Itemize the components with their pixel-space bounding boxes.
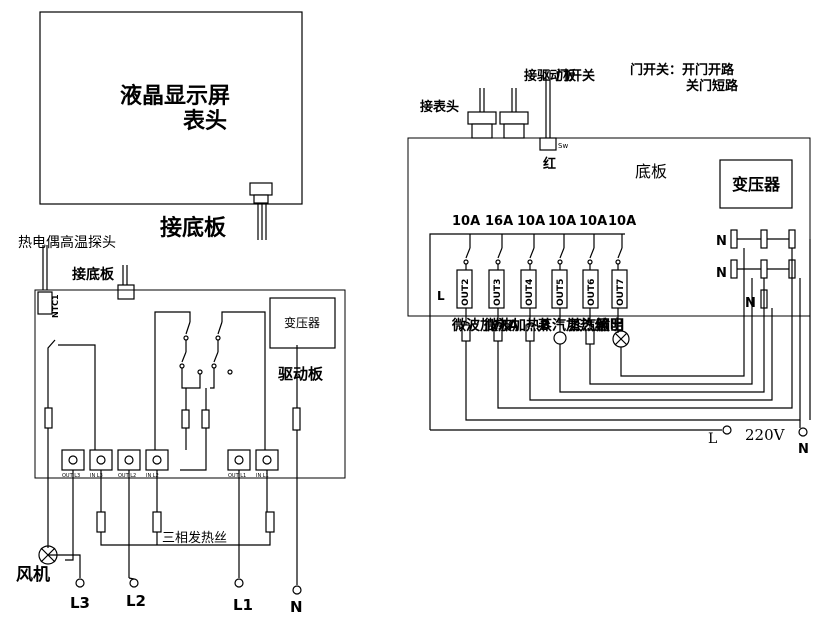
door-note-line1: 门开关：开门开路 [630,62,735,78]
load-label-microwave-a: 微波加热A [451,317,519,334]
out4-block [520,269,537,309]
door-switch-label: 门开关 [556,68,595,84]
load-label-steam-heater: 蒸汽加热丝 [538,317,608,334]
drive-board-section: 热电偶高温探头 NTC1 接底板 变压器 驱动板 [16,234,346,616]
rating-out6: 10A [579,214,607,229]
base-board-outline [407,137,811,317]
load-label-microwave-b: 微波加热B [483,317,551,334]
out7-label: OUT7 [616,279,626,306]
rating-out4: 10A [517,214,545,229]
drive-fuse-1 [181,409,190,429]
door-switch-connector [539,137,557,151]
fan-icon [38,545,58,565]
supply-n-label-right: N [798,442,809,457]
drive-transformer-label: 变压器 [284,315,320,330]
out5-label: OUT5 [556,279,566,306]
heater-element-3 [265,511,275,533]
load-label-lighting: 照明 [596,318,624,334]
door-note-line2: 关门短路 [686,78,739,94]
heater-element-1 [96,511,106,533]
supply-l3-label: L3 [70,594,90,612]
lcd-connect-label: 接底板 [160,215,227,241]
drive-fuse-n [292,407,301,431]
out2-label: OUT2 [461,279,471,306]
supply-n-terminal-right [798,427,808,437]
terminal-label-3: OUT L2 [118,473,136,479]
n-label-3: N [745,296,756,311]
ntc-connector [37,291,53,315]
out2-block [456,269,473,309]
fan-label: 风机 [16,564,50,585]
drive-fuse-left [44,407,53,429]
out3-block [488,269,505,309]
supply-l2-label: L2 [126,592,146,610]
n-connectors: N N N [716,229,796,311]
supply-l-terminal [722,425,732,435]
output-relays: OUT2 OUT3 OUT4 OUT5 OUT6 OUT7 [456,234,628,309]
terminal-in-l3 [89,449,113,471]
base-transformer-label: 变压器 [732,175,781,194]
base-transformer [719,159,793,209]
lcd-connector-plug [253,194,269,204]
supply-l1-terminal [234,578,244,588]
drive-board-label: 驱动板 [278,365,324,383]
lcd-title-line1: 液晶显示屏 [120,83,230,109]
terminal-in-l2 [145,449,169,471]
drive-fuse-2 [201,409,210,429]
meter-connector [467,111,497,125]
supply-l-label: L [708,431,717,447]
rating-out2: 10A [452,214,480,229]
meter-connector-base [471,123,493,139]
loads [461,248,801,421]
drive-base-connector [117,284,135,300]
drive-connector-base [503,123,525,139]
rating-out7: 10A [608,214,636,229]
drive-terminals: OUT L3 IN L3 OUT L2 IN L2 OUT L1 IN L1 [61,449,279,479]
load-label-steam-output: 蒸汽输出 [568,317,624,334]
drive-connect-base-label: 接底板 [72,266,115,283]
thermo-probe-label: 热电偶高温探头 [18,234,116,251]
drive-transformer [269,297,336,349]
terminal-label-1: OUT L3 [62,473,80,479]
drive-board-outline [34,289,346,479]
terminal-in-l1 [255,449,279,471]
supply-l1-label: L1 [233,596,253,614]
red-label: 红 [543,156,556,172]
supply-l3-terminal [75,578,85,588]
supply-n-label: N [290,598,303,616]
load-labels: 微波加热A 微波加热B 蒸汽加热丝 蒸汽输出 照明 [451,317,624,334]
supply-l2-terminal [129,578,139,588]
rating-out5: 10A [548,214,576,229]
lcd-connector [249,182,273,196]
sw-label: Sw [558,142,568,150]
l-bus-label: L [437,289,445,303]
lcd-module: 液晶显示屏 表头 接底板 [39,11,303,241]
supply-n-terminal [292,585,302,595]
terminal-out-l2 [117,449,141,471]
terminal-label-6: IN L1 [256,473,269,479]
n-label-1: N [716,234,727,249]
heater-element-2 [152,511,162,533]
out6-label: OUT6 [587,279,597,306]
lcd-title-line2: 表头 [183,109,227,134]
ntc-label: NTC1 [51,294,60,318]
terminal-label-5: OUT L1 [228,473,246,479]
terminal-out-l1 [227,449,251,471]
connect-meter-label: 接表头 [420,99,459,115]
supply-voltage-label: 220V [745,426,786,444]
base-board-label: 底板 [635,162,667,181]
n-label-2: N [716,266,727,281]
terminal-label-4: IN L2 [146,473,159,479]
terminal-label-2: IN L3 [90,473,103,479]
out7-block [611,269,628,309]
base-board-section: 接表头 接驱动板 门开关 门开关：开门开路 关门短路 Sw 红 底板 变压器 1… [407,62,811,457]
rating-out3: 16A [485,214,513,229]
lcd-box [39,11,303,205]
out3-label: OUT3 [493,279,503,306]
terminal-out-l3 [61,449,85,471]
drive-connector [499,111,529,125]
out4-label: OUT4 [525,279,535,306]
heater-label: 三相发热丝 [162,530,227,546]
